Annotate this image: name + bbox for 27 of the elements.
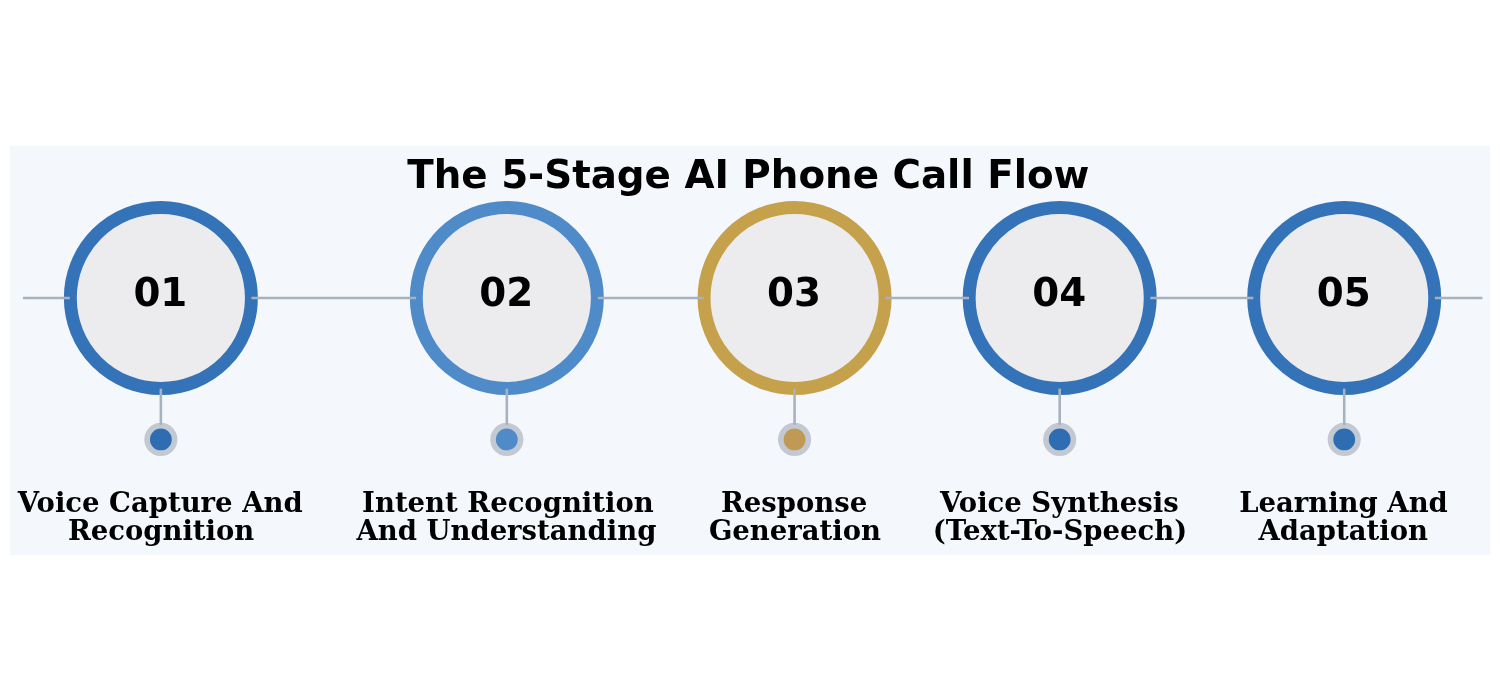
connector [1150, 296, 1254, 299]
connector [159, 388, 163, 425]
node-circle [144, 422, 178, 456]
connector [251, 296, 417, 299]
node-label: Response Generation [708, 485, 881, 546]
connector [1058, 388, 1061, 425]
node-label: Voice Capture And Recognition [17, 485, 303, 546]
node-label: Voice Synthesis (Text-To-Speech) [932, 485, 1188, 546]
connector [885, 296, 970, 299]
node-circle: 04 [962, 200, 1157, 395]
node-circle: 03 [697, 200, 892, 395]
connector [597, 296, 704, 299]
connector [1434, 296, 1483, 299]
node-circle: 05 [1247, 200, 1442, 395]
connector [793, 388, 796, 425]
node-circle [778, 422, 812, 456]
diagram-title: The 5-Stage AI Phone Call Flow [407, 151, 1090, 197]
node-circle [1043, 422, 1077, 456]
connector [1342, 388, 1346, 425]
node-circle: 01 [63, 200, 258, 395]
node-label: Intent Recognition And Understanding [356, 485, 657, 546]
node-label: Learning And Adaptation [1239, 485, 1448, 546]
node-circle [1327, 422, 1361, 456]
node-circle: 02 [409, 200, 604, 395]
connector [505, 388, 509, 425]
node-circle [490, 422, 524, 456]
connector [22, 296, 70, 299]
